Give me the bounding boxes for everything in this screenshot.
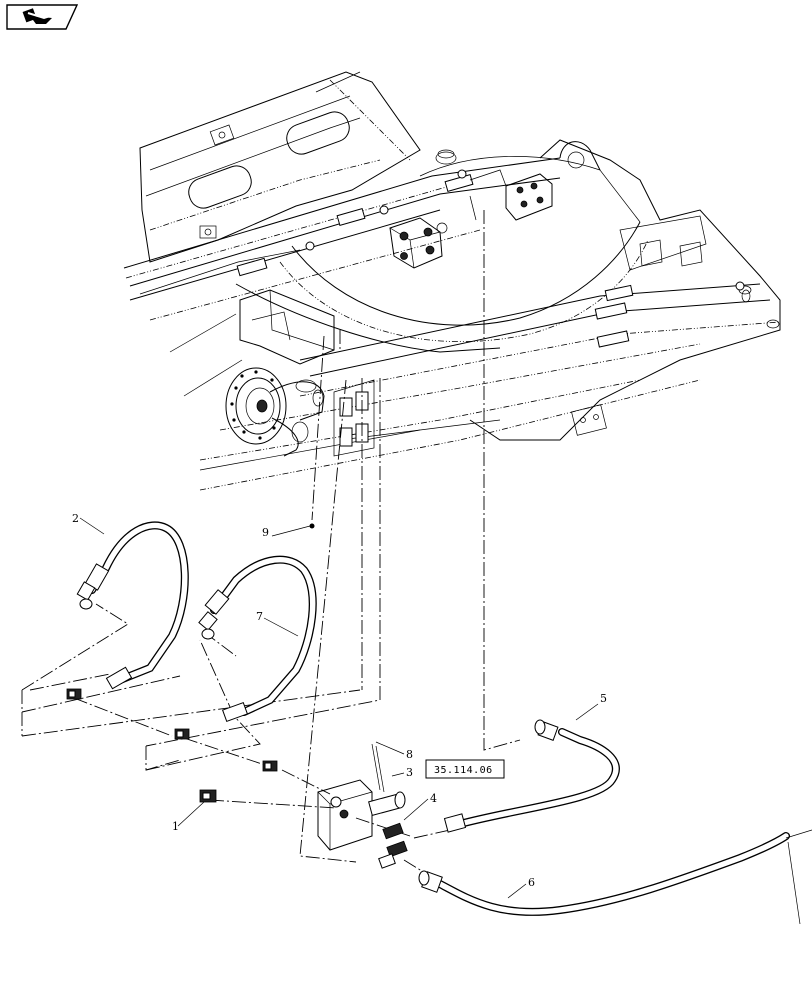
callouts: 1 2 3 4 5 6 7 8 9 [72, 512, 607, 899]
bulkhead-fittings [333, 379, 375, 457]
hose-6 [418, 829, 812, 925]
hose-5 [443, 719, 620, 833]
manifold-block [317, 743, 408, 869]
adapters [66, 688, 278, 803]
hose-2 [76, 521, 189, 690]
phantom-lines [21, 210, 521, 877]
callout-8: 8 [406, 748, 413, 761]
frame-assembly [123, 71, 781, 491]
callout-7: 7 [256, 610, 263, 623]
rail-fittings [236, 169, 745, 348]
callout-4: 4 [430, 792, 437, 805]
previous-page-button[interactable] [6, 4, 78, 30]
callout-5: 5 [600, 692, 607, 705]
leader-dot [309, 523, 315, 529]
callout-1: 1 [172, 820, 179, 833]
callout-6: 6 [528, 876, 535, 889]
arrow-right-icon [22, 8, 52, 24]
valve-block [389, 149, 553, 269]
callout-2: 2 [72, 512, 79, 525]
motor-bracket [225, 289, 335, 457]
callout-3: 3 [406, 766, 413, 779]
hose-7 [198, 555, 317, 723]
reference-link[interactable]: 35.114.06 [425, 759, 505, 779]
callout-9: 9 [262, 526, 269, 539]
reference-label: 35.114.06 [434, 765, 493, 776]
